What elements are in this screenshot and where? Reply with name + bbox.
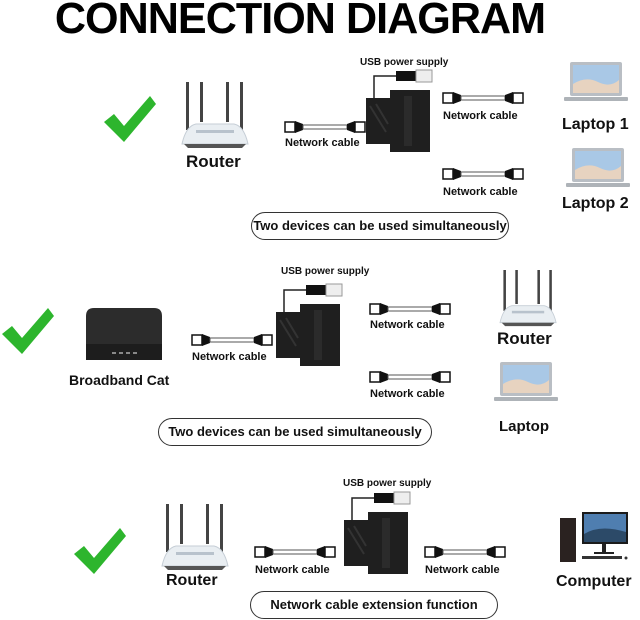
cable-label: Network cable: [443, 186, 518, 198]
laptop-icon: [564, 62, 628, 101]
cable-label: Network cable: [370, 388, 445, 400]
cable-label: Network cable: [443, 110, 518, 122]
caption-pill: Two devices can be used simultaneously: [251, 212, 509, 240]
router-icon: [499, 269, 557, 327]
device-label: Router: [186, 152, 241, 171]
caption-pill: Network cable extension function: [250, 591, 498, 619]
page-title: CONNECTION DIAGRAM: [54, 0, 546, 43]
usb-label: USB power supply: [343, 478, 432, 489]
network-cable-icon: [284, 120, 366, 134]
cable-label: Network cable: [425, 564, 500, 576]
cable-label: Network cable: [370, 319, 445, 331]
device-label: Laptop 2: [562, 195, 629, 212]
splitter-adapter-icon: [343, 491, 411, 575]
modem-icon: [86, 308, 162, 360]
network-cable-icon: [369, 370, 451, 384]
laptop-icon: [494, 362, 558, 401]
device-label: Router: [497, 329, 552, 348]
cable-label: Network cable: [255, 564, 330, 576]
usb-label: USB power supply: [281, 266, 370, 277]
network-cable-icon: [424, 545, 506, 559]
device-label: Broadband Cat: [69, 372, 170, 388]
computer-icon: [560, 512, 628, 562]
router-icon: [181, 81, 249, 149]
caption-pill: Two devices can be used simultaneously: [158, 418, 432, 446]
splitter-adapter-icon: [275, 283, 343, 367]
device-label: Computer: [556, 573, 632, 590]
network-cable-icon: [369, 302, 451, 316]
network-cable-icon: [442, 167, 524, 181]
device-label: Laptop 1: [562, 116, 629, 133]
network-cable-icon: [254, 545, 336, 559]
splitter-adapter-icon: [365, 69, 433, 153]
network-cable-icon: [442, 91, 524, 105]
router-icon: [161, 503, 229, 571]
check-icon: [2, 308, 54, 354]
cable-label: Network cable: [285, 137, 360, 149]
device-label: Laptop: [499, 418, 549, 435]
usb-label: USB power supply: [360, 57, 449, 68]
network-cable-icon: [191, 333, 273, 347]
cable-label: Network cable: [192, 351, 267, 363]
check-icon: [104, 96, 156, 142]
laptop-icon: [566, 148, 630, 187]
check-icon: [74, 528, 126, 574]
device-label: Router: [166, 572, 218, 589]
